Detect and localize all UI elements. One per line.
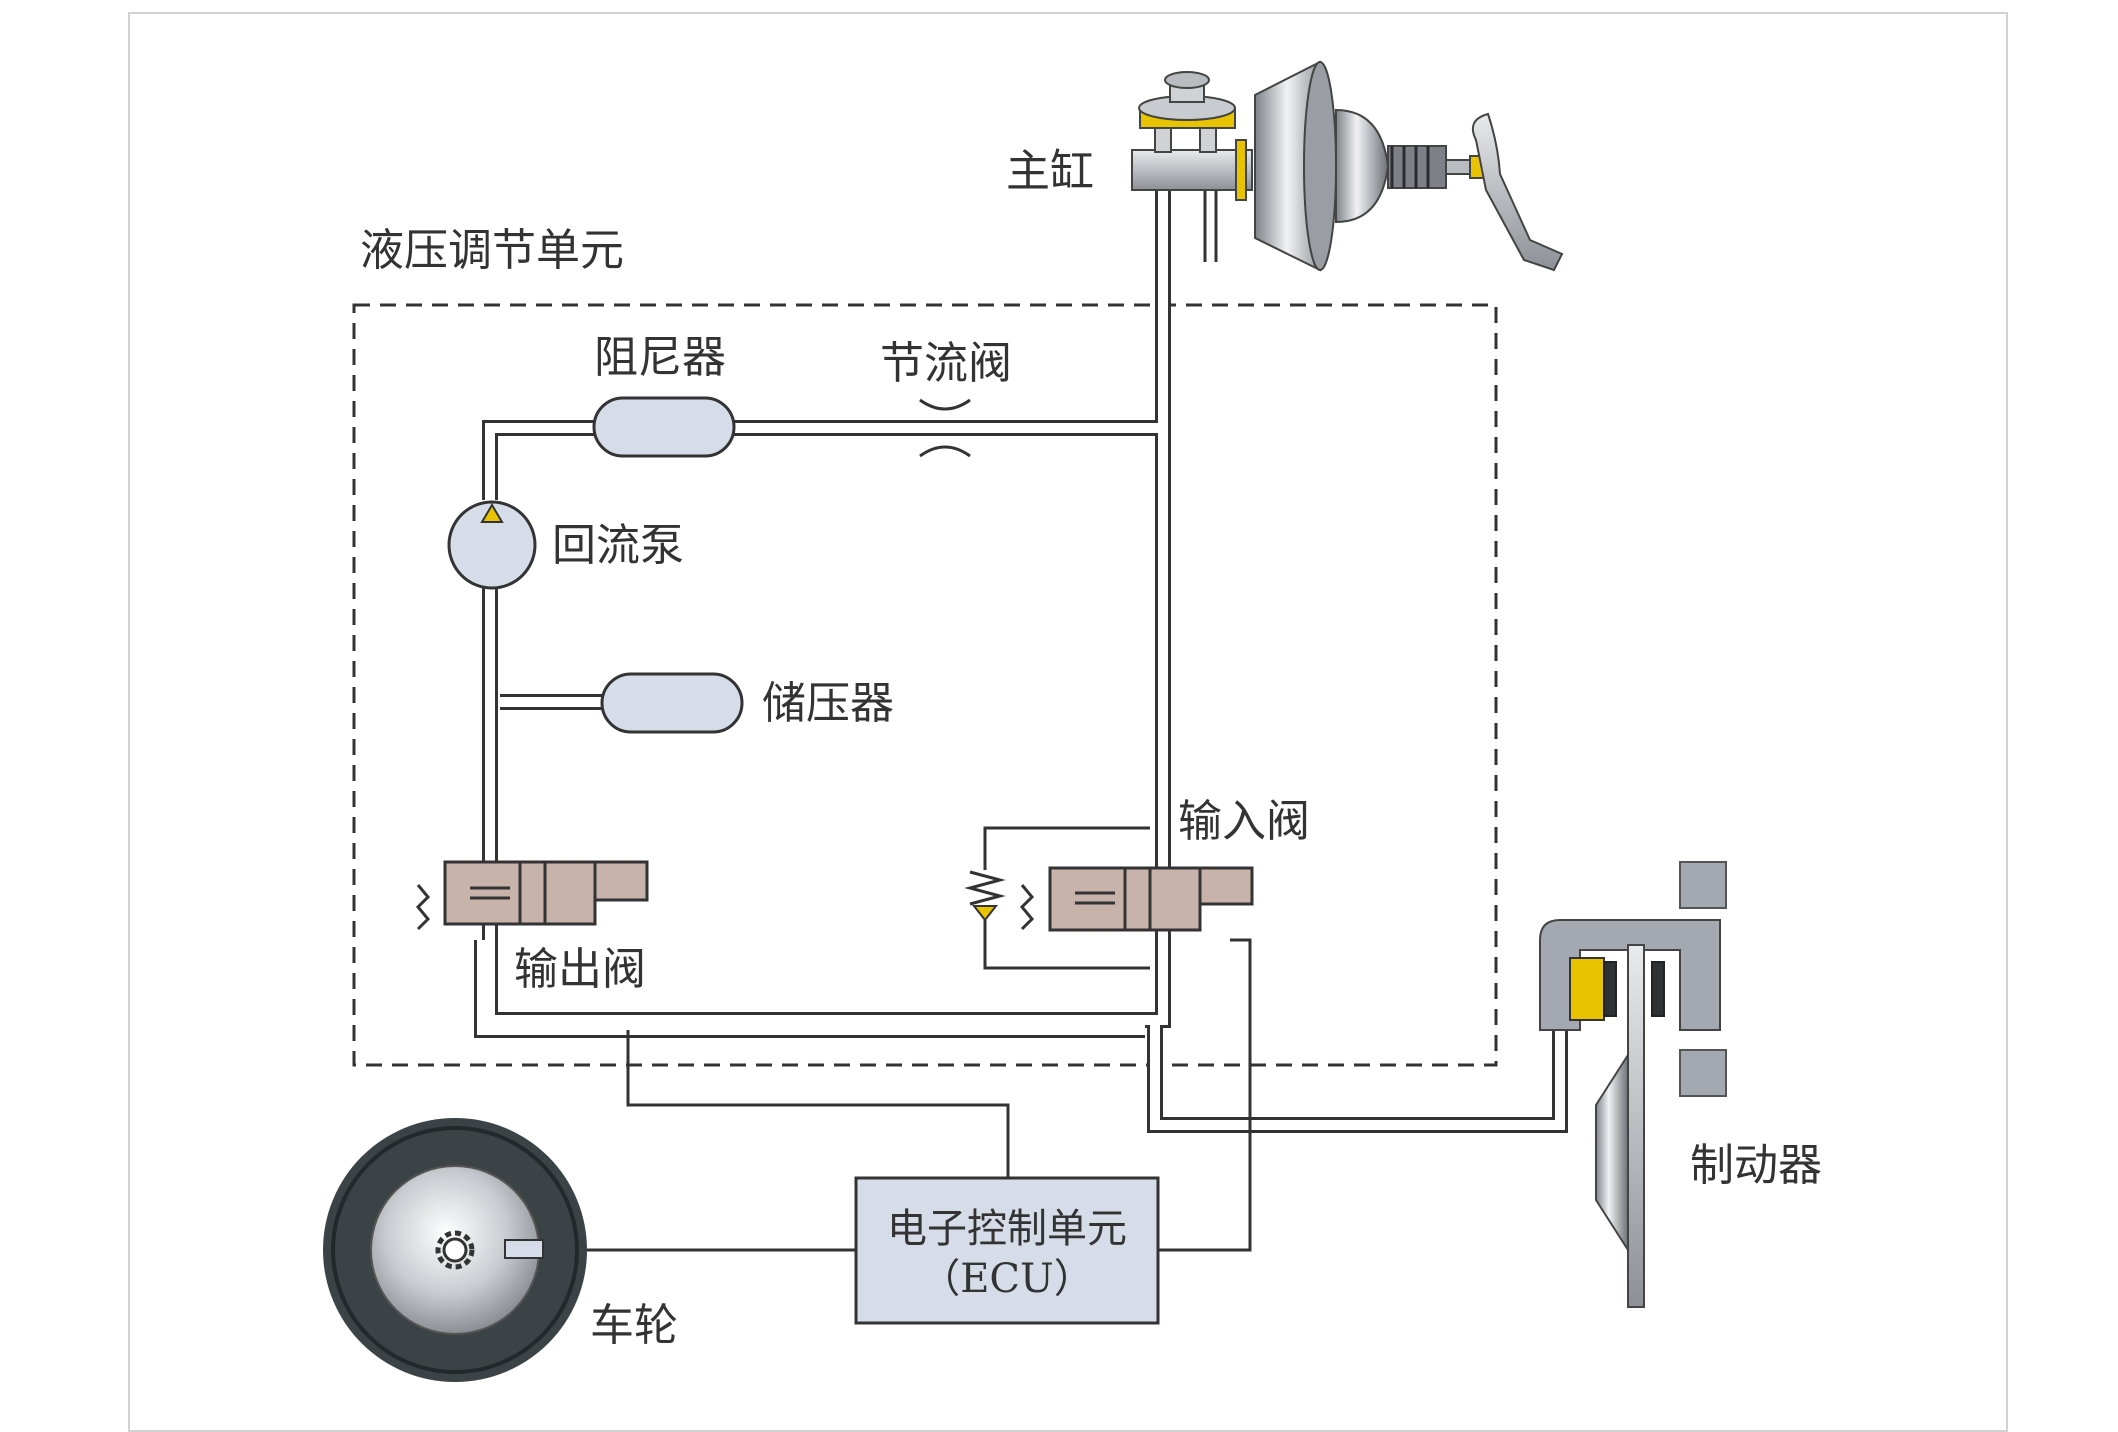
label-ecu-line1: 电子控制单元 — [887, 1206, 1127, 1252]
label-return-pump: 回流泵 — [552, 520, 684, 571]
throttle-valve-icon — [919, 398, 971, 458]
brake-assembly — [1539, 861, 1727, 1308]
damper — [592, 396, 736, 458]
accumulator — [600, 672, 744, 734]
label-accumulator: 储压器 — [762, 678, 894, 729]
signal-wires — [540, 938, 1252, 1252]
label-inlet-valve: 输入阀 — [1178, 796, 1310, 847]
label-ecu-line2: （ECU） — [920, 1256, 1094, 1302]
label-damper: 阻尼器 — [594, 332, 726, 383]
pipe-network — [474, 190, 1568, 1133]
check-valve-icon — [964, 870, 1006, 922]
label-brake: 制动器 — [1690, 1140, 1822, 1191]
inlet-valve — [1019, 866, 1254, 932]
hydraulic-unit-boundary — [352, 303, 1498, 1067]
gear-icon — [435, 1230, 475, 1270]
label-master-cylinder: 主缸 — [1006, 146, 1094, 197]
label-hydraulic-unit: 液压调节单元 — [360, 225, 624, 276]
master-cylinder-assembly — [1131, 60, 1564, 272]
label-wheel: 车轮 — [590, 1300, 678, 1351]
pump-arrow-icon — [480, 503, 504, 523]
outlet-valve — [415, 860, 649, 931]
inlet-bypass — [983, 826, 1150, 970]
ecu-box — [854, 1176, 1160, 1325]
label-throttle-valve: 节流阀 — [880, 338, 1012, 389]
return-pump — [447, 500, 537, 590]
label-outlet-valve: 输出阀 — [514, 944, 646, 995]
